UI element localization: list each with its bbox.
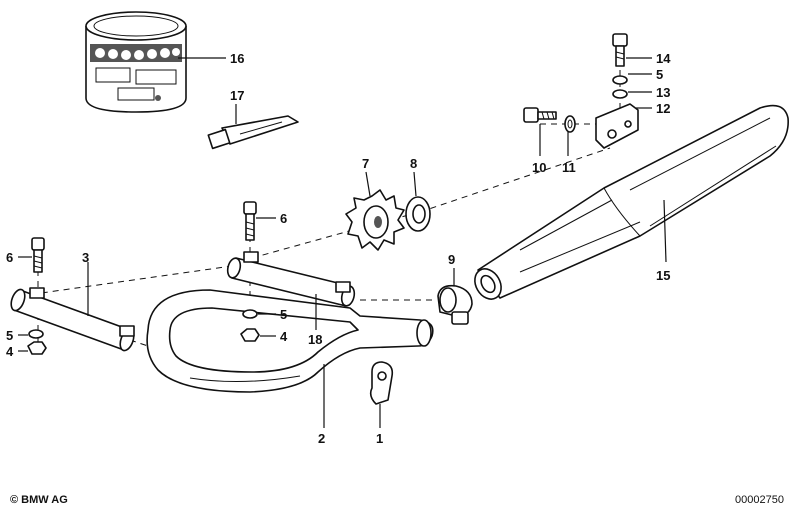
bolt-14 — [612, 33, 628, 67]
callout-4-left: 4 — [6, 344, 14, 359]
washer-center — [242, 309, 258, 319]
callout-6-left: 6 — [6, 250, 13, 265]
leader-lines — [18, 57, 667, 428]
document-number: 00002750 — [735, 494, 784, 506]
callout-14: 14 — [656, 51, 671, 66]
u-bend-pipe — [146, 289, 434, 393]
pipe-clamp — [437, 284, 473, 325]
callout-9: 9 — [448, 252, 455, 267]
washer-13 — [612, 89, 628, 99]
callout-16: 16 — [230, 51, 244, 66]
paste-can — [85, 11, 187, 113]
bolt-center — [243, 201, 257, 241]
bracket-clip — [369, 361, 394, 405]
callout-15: 15 — [656, 268, 670, 283]
grease-tube — [207, 115, 299, 150]
sealing-ring — [405, 196, 431, 232]
left-crossbar — [10, 287, 135, 352]
nut-center — [240, 328, 260, 342]
callout-5-left: 5 — [6, 328, 13, 343]
washer-11 — [564, 115, 576, 133]
callout-8: 8 — [410, 156, 417, 171]
callout-3: 3 — [82, 250, 89, 265]
mount-bracket-12 — [595, 103, 639, 149]
callout-12: 12 — [656, 101, 670, 116]
right-crossbar — [226, 251, 356, 307]
bolt-10 — [523, 107, 557, 123]
muffler — [474, 104, 789, 300]
callout-2: 2 — [318, 431, 325, 446]
callout-numbers: 16 17 3 6 5 4 6 5 4 18 2 1 7 8 9 10 11 1… — [6, 51, 671, 446]
nut-left — [27, 341, 47, 355]
callout-1: 1 — [376, 431, 383, 446]
callout-13: 13 — [656, 85, 670, 100]
callout-5-center: 5 — [280, 307, 287, 322]
star-washer — [345, 189, 405, 251]
callout-6-center: 6 — [280, 211, 287, 226]
callout-11: 11 — [562, 160, 576, 175]
bolt-left — [31, 237, 45, 273]
callout-5-top: 5 — [656, 67, 663, 82]
callout-10: 10 — [532, 160, 546, 175]
washer-5-top — [612, 75, 628, 85]
callout-17: 17 — [230, 88, 244, 103]
washer-left — [28, 329, 44, 339]
callout-18: 18 — [308, 332, 322, 347]
callout-7: 7 — [362, 156, 369, 171]
callout-4-center: 4 — [280, 329, 288, 344]
copyright-label: © BMW AG — [10, 494, 68, 506]
